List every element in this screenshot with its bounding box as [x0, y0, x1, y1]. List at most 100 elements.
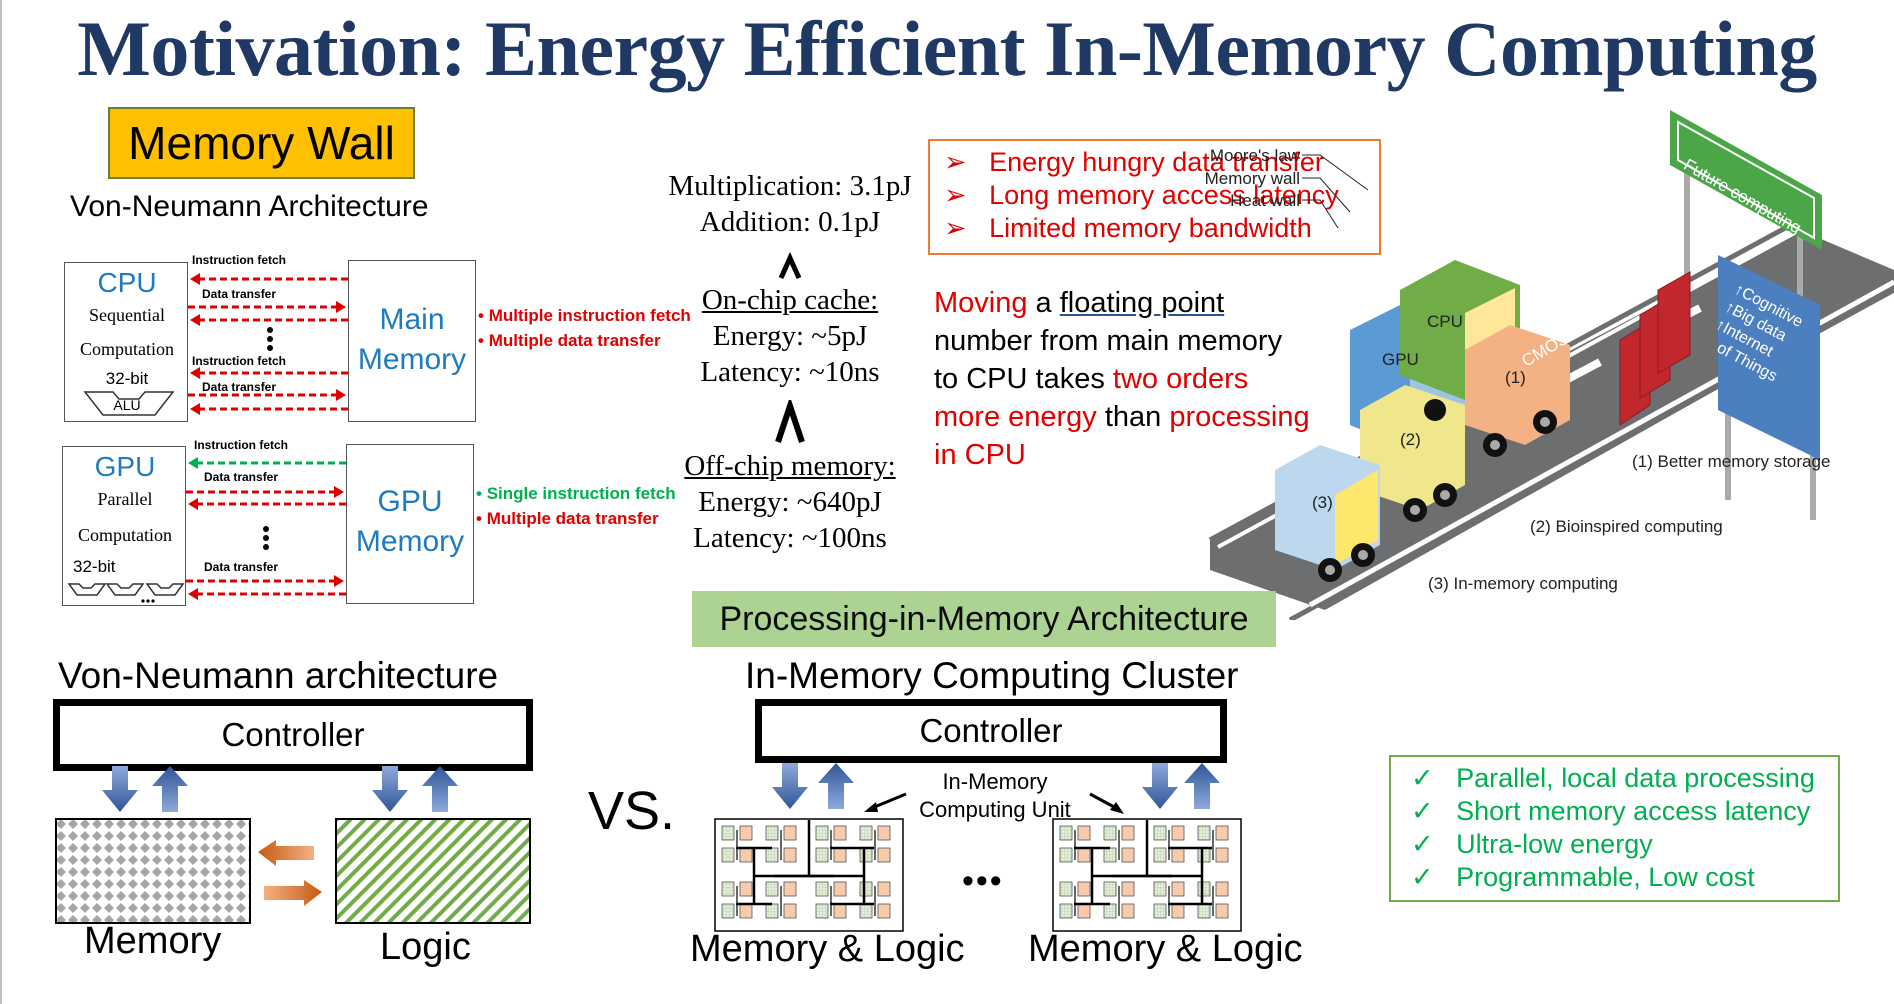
memory-cell — [1197, 847, 1211, 863]
arrow-label-data-transfer: Data transfer — [202, 287, 277, 301]
memory-cell — [721, 825, 735, 841]
caption-2: (2) Bioinspired computing — [1530, 517, 1723, 536]
logic-cell — [1215, 825, 1229, 841]
vehicle-1: (1) — [1505, 368, 1526, 387]
logic-cell — [1077, 825, 1091, 841]
logic-cell — [1121, 903, 1135, 919]
benefit-item: ✓ Parallel, local data processing — [1411, 763, 1815, 794]
arrow-label-data-transfer: Data transfer — [202, 380, 277, 394]
cpu-computation: Computation — [80, 339, 174, 359]
gpu-bullet-data: • Multiple data transfer — [476, 509, 659, 528]
memory-logic-exchange-arrows — [258, 840, 322, 906]
gpu-label: GPU — [94, 451, 156, 482]
memory-cell — [815, 847, 829, 863]
stmt-a: a — [1027, 287, 1060, 319]
gpu-bullet-instruction: • Single instruction fetch — [476, 484, 676, 503]
label-heat-wall: Heat wall — [1230, 191, 1300, 210]
logic-cell — [1215, 847, 1229, 863]
problem-text: Energy hungry data transfer — [989, 147, 1324, 177]
vn-controller-arrows — [102, 766, 458, 812]
memory-cell — [1059, 847, 1073, 863]
logic-cell — [1171, 881, 1185, 897]
label-memory-wall: Memory wall — [1204, 169, 1300, 188]
logic-cell — [1077, 903, 1091, 919]
alu-label: ALU — [113, 397, 141, 413]
arrow-label-data-transfer: Data transfer — [204, 470, 279, 484]
cpu-diagram: CPU Sequential Computation 32-bit ALU In… — [60, 250, 691, 430]
cpu-bullet-data-text: Multiple data transfer — [488, 331, 661, 350]
memory-cell — [859, 847, 873, 863]
future-computing-illustration: Moore's law Memory wall Heat wall Future… — [1200, 100, 1894, 620]
cpu-box: CPU Sequential Computation 32-bit ALU — [64, 262, 188, 422]
memory-cell — [765, 903, 779, 919]
on-chip-energy: Energy: ~5pJ — [712, 320, 868, 352]
logic-cell — [877, 903, 891, 919]
memory-cell — [1103, 881, 1117, 897]
memory-cell — [1197, 881, 1211, 897]
memory-logic-array-left — [714, 818, 904, 932]
vehicle-2: (2) — [1400, 430, 1421, 449]
logic-cell — [1171, 903, 1185, 919]
benefit-text: Ultra-low energy — [1456, 829, 1653, 859]
logic-cell — [783, 847, 797, 863]
arrow-bullet-icon: ➢ — [944, 213, 967, 243]
benefits-box: ✓ Parallel, local data processing ✓ Shor… — [1389, 755, 1840, 902]
problem-text: Long memory access latency — [989, 180, 1339, 210]
benefit-text: Short memory access latency — [1456, 796, 1811, 826]
logic-cell — [739, 903, 753, 919]
cpu-bullet-instruction-text: Multiple instruction fetch — [488, 306, 691, 325]
memory-cell — [721, 903, 735, 919]
memory-logic-array-right — [1052, 818, 1242, 932]
gpu-box: GPU Parallel Computation 32-bit — [62, 446, 186, 606]
parallel-alu-icon — [67, 583, 185, 603]
benefit-item: ✓ Short memory access latency — [1411, 796, 1810, 827]
main-memory-line2: Memory — [357, 343, 467, 376]
main-memory-box: Main Memory — [348, 260, 476, 422]
memory-cell — [859, 903, 873, 919]
main-memory-line1: Main — [379, 303, 445, 336]
benefit-item: ✓ Programmable, Low cost — [1411, 862, 1755, 893]
road-scene — [1208, 110, 1894, 620]
versus-label: VS. — [588, 781, 676, 841]
memory-cell — [859, 825, 873, 841]
check-icon: ✓ — [1411, 862, 1434, 892]
cluster-title: In-Memory Computing Cluster — [745, 655, 1239, 696]
logic-cell — [833, 881, 847, 897]
caption-1: (1) Better memory storage — [1632, 452, 1831, 471]
logic-cell — [877, 847, 891, 863]
cluster-controller-arrows — [772, 763, 1220, 809]
stmt-floating-point: floating point — [1059, 287, 1225, 319]
vehicle-3: (3) — [1312, 493, 1333, 512]
slide-title: Motivation: Energy Efficient In-Memory C… — [77, 5, 1817, 92]
cpu-sequential: Sequential — [89, 305, 165, 325]
off-chip-title: Off-chip memory: — [684, 450, 896, 482]
off-chip-energy: Energy: ~640pJ — [698, 486, 882, 518]
arrow-label-data-transfer: Data transfer — [204, 560, 279, 574]
vehicle-cpu: CPU — [1427, 312, 1463, 331]
logic-cell — [739, 825, 753, 841]
memory-cell — [859, 881, 873, 897]
benefit-text: Programmable, Low cost — [1456, 862, 1755, 892]
logic-cell — [1077, 847, 1091, 863]
cpu-bullet-instruction: • Multiple instruction fetch — [478, 306, 691, 325]
problems-box: ➢ Energy hungry data transfer ➢ Long mem… — [928, 139, 1381, 255]
logic-cell — [1077, 881, 1091, 897]
stmt-in-cpu: in CPU — [934, 439, 1026, 471]
logic-cell — [783, 903, 797, 919]
vn-arch-title: Von-Neumann architecture — [58, 655, 499, 696]
cpu-label: CPU — [97, 267, 157, 298]
memory-cell — [765, 825, 779, 841]
cpu-transfer-arrows — [188, 273, 348, 415]
memory-cell — [815, 881, 829, 897]
memory-label: Memory — [84, 920, 222, 962]
memory-block — [55, 818, 251, 924]
memory-cell — [815, 825, 829, 841]
logic-cell — [877, 825, 891, 841]
stmt-than: than — [1096, 401, 1170, 433]
problem-text: Limited memory bandwidth — [989, 213, 1312, 243]
vehicle-gpu: GPU — [1382, 350, 1419, 369]
check-icon: ✓ — [1411, 829, 1434, 859]
memory-cell — [1103, 847, 1117, 863]
arrow-bullet-icon: ➢ — [944, 147, 967, 177]
imc-unit-line1: In-Memory — [942, 769, 1048, 794]
